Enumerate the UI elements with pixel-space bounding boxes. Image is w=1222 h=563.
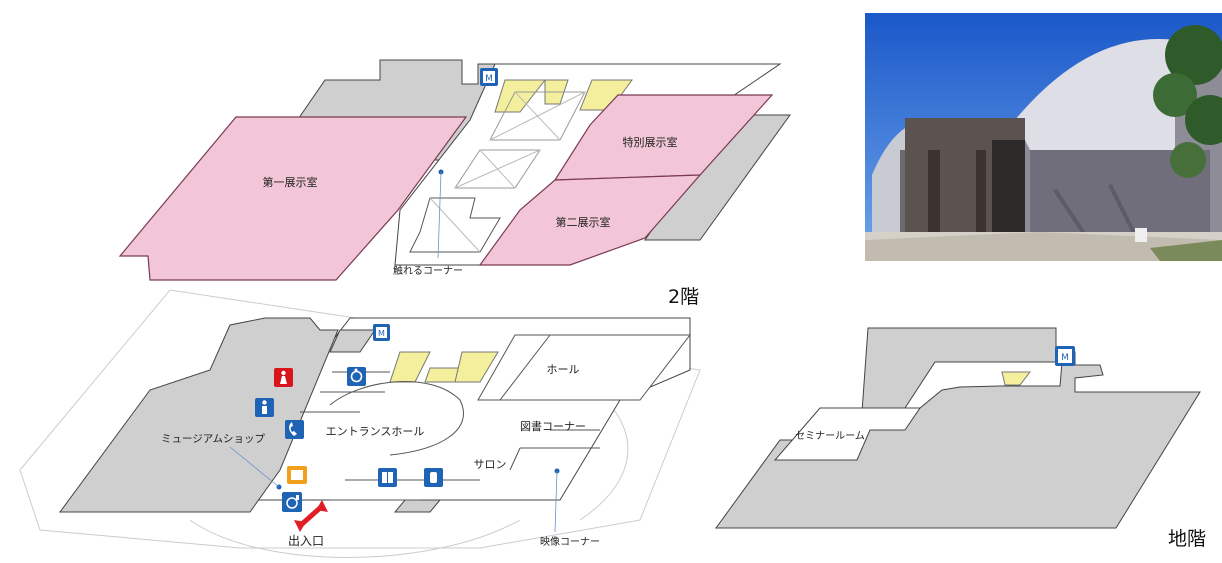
elevator-icon: M [1055, 346, 1075, 366]
nursing-room-icon [424, 468, 443, 487]
accessible-toilet-icon [282, 492, 302, 512]
gallery-2-label: 第二展示室 [556, 215, 611, 229]
service-block-1f [329, 329, 376, 353]
touch-corner-label: 触れるコーナー [393, 264, 463, 277]
service-counter-icon [287, 466, 307, 484]
entrance-label: 出入口 [288, 534, 324, 548]
floor-1-plan: M [19, 289, 701, 558]
svg-text:M: M [1061, 353, 1069, 363]
museum-shop-label: ミュージアムショップ [161, 433, 266, 445]
library-label: 図書コーナー [520, 419, 586, 433]
gallery-2-room [478, 174, 702, 266]
entrance-arrow [294, 500, 328, 532]
basement-floor-label: 地階 [1168, 528, 1206, 550]
floor-2-label: 2階 [668, 286, 699, 308]
locker-icon [378, 468, 397, 487]
service-area-1f [59, 317, 339, 513]
elevator-icon: M [480, 68, 498, 86]
basement-stairs [1001, 371, 1032, 386]
hall-label: ホール [547, 363, 580, 376]
basement-plan: M セミナールーム [715, 327, 1201, 529]
canopy-outline [19, 289, 701, 549]
gallery-1-label: 第一展示室 [263, 175, 318, 189]
special-exhibit-label: 特別展示室 [623, 135, 678, 149]
restroom-men-icon [255, 398, 274, 417]
gallery-1-room [118, 116, 468, 281]
stairs-2f-left [494, 79, 547, 113]
restroom-women-icon [274, 368, 293, 387]
entrance-hall-label: エントランスホール [326, 425, 425, 438]
elevator-icon: M [373, 324, 390, 341]
floor-2-plan: M 第一展示室 特別展示室 第二展示室 触れるコーナー [118, 59, 791, 281]
hall-room [477, 334, 692, 401]
stairs-1f-right [454, 351, 499, 383]
service-corner-1f [393, 499, 442, 513]
svg-text:M: M [378, 329, 385, 338]
basement-service-area [715, 327, 1201, 529]
video-corner-label: 映像コーナー [540, 536, 600, 548]
svg-text:M: M [485, 74, 493, 84]
building-photo [865, 13, 1222, 261]
seminar-room-label: セミナールーム [795, 430, 865, 442]
accessible-icon [347, 367, 366, 386]
salon-label: サロン [474, 458, 507, 471]
phone-icon [285, 420, 304, 439]
